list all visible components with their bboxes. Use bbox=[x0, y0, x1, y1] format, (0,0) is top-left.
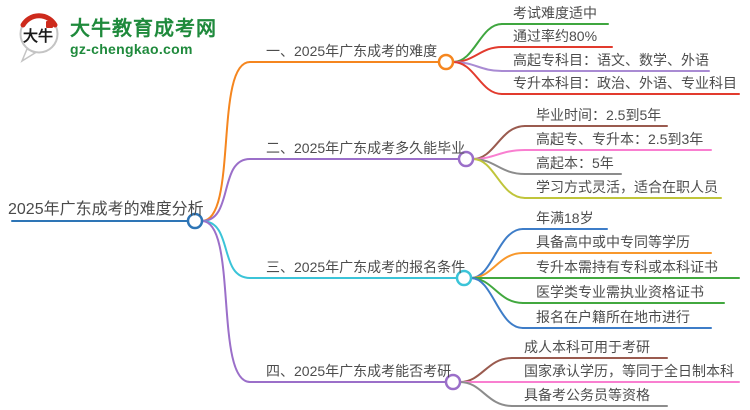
branch-2-leaf-2-label: 高起专、专升本：2.5到3年 bbox=[536, 131, 704, 147]
logo-mark-text: 大牛 bbox=[23, 27, 53, 45]
branch-1-curve bbox=[201, 61, 251, 222]
branch-2-leaf-4-label: 学习方式灵活，适合在职人员 bbox=[536, 179, 718, 195]
branch-1-leaf-1-label: 考试难度适中 bbox=[513, 5, 597, 21]
branch-2-leaf-3-label: 高起本：5年 bbox=[536, 155, 614, 171]
branch-3-curve bbox=[201, 220, 251, 279]
branch-4-leaf-1-curve bbox=[459, 357, 513, 383]
branch-3-leaf-4-curve bbox=[470, 277, 524, 304]
branch-4-leaf-2-label: 国家承认学历，等同于全日制本科 bbox=[524, 363, 734, 379]
site-domain: gz-chengkao.com bbox=[70, 41, 193, 57]
branch-3-label: 三、2025年广东成考的报名条件 bbox=[266, 259, 466, 275]
logo-seal bbox=[46, 21, 53, 28]
branch-4-node-circle bbox=[444, 373, 462, 391]
branch-4-leaf-3-curve bbox=[459, 381, 513, 407]
root-node-circle bbox=[186, 212, 204, 230]
logo-text-block: 大牛教育成考网 gz-chengkao.com bbox=[70, 18, 217, 58]
branch-3-leaf-5-label: 报名在户籍所在地市进行 bbox=[536, 309, 690, 325]
branch-3-leaf-2-label: 具备高中或中专同等学历 bbox=[536, 234, 690, 250]
branch-1-label: 一、2025年广东成考的难度 bbox=[266, 43, 438, 59]
branch-4-label: 四、2025年广东成考能否考研 bbox=[266, 363, 452, 379]
site-logo: 大牛 大牛教育成考网 gz-chengkao.com bbox=[16, 12, 217, 64]
branch-4-curve bbox=[201, 220, 251, 383]
branch-2-leaf-4-curve bbox=[472, 158, 526, 199]
branch-1-leaf-1-curve bbox=[452, 23, 503, 63]
branch-4-leaf-3-label: 具备考公务员等资格 bbox=[524, 387, 650, 403]
logo-bubble-icon: 大牛 bbox=[19, 13, 59, 63]
branch-1-leaf-2-label: 通过率约80% bbox=[513, 28, 598, 44]
site-name: 大牛教育成考网 bbox=[70, 18, 217, 40]
branch-2-label: 二、2025年广东成考多久能毕业 bbox=[266, 140, 466, 156]
branch-2-curve bbox=[201, 158, 251, 222]
branch-1-leaf-4-curve bbox=[452, 61, 503, 95]
root-node-label: 2025年广东成考的难度分析 bbox=[8, 201, 204, 218]
branch-3-node-circle bbox=[455, 269, 473, 287]
branch-3-leaf-2-curve bbox=[470, 252, 524, 279]
branch-2-leaf-2-curve bbox=[472, 149, 526, 160]
branch-1-node-circle bbox=[437, 53, 455, 71]
branch-2-leaf-1-label: 毕业时间：2.5到5年 bbox=[536, 107, 662, 123]
branch-4-leaf-1-label: 成人本科可用于考研 bbox=[524, 339, 650, 355]
branch-3-leaf-5-curve bbox=[470, 277, 524, 329]
branch-1-leaf-3-label: 高起专科目：语文、数学、外语 bbox=[513, 52, 709, 68]
branch-3-leaf-3-label: 专升本需持有专科或本科证书 bbox=[536, 259, 718, 275]
branch-3-leaf-4-label: 医学类专业需执业资格证书 bbox=[536, 284, 704, 300]
branch-2-node-circle bbox=[457, 150, 475, 168]
branch-1-leaf-4-label: 专升本科目：政治、外语、专业科目 bbox=[513, 75, 737, 91]
branch-3-leaf-1-label: 年满18岁 bbox=[536, 210, 594, 226]
